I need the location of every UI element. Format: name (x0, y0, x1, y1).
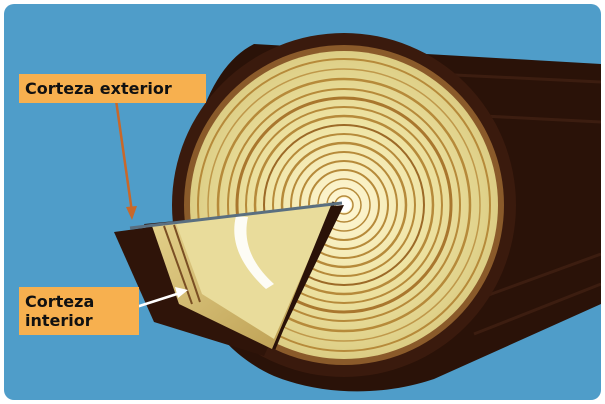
inner-bark-label-line2: interior (25, 311, 133, 330)
inner-bark-label: Corteza interior (19, 287, 139, 335)
outer-bark-arrow (116, 100, 137, 220)
log-illustration (4, 4, 601, 400)
outer-bark-label: Corteza exterior (19, 74, 206, 103)
inner-bark-label-line1: Corteza (25, 292, 133, 311)
diagram-background: Corteza exterior Corteza interior (4, 4, 601, 400)
